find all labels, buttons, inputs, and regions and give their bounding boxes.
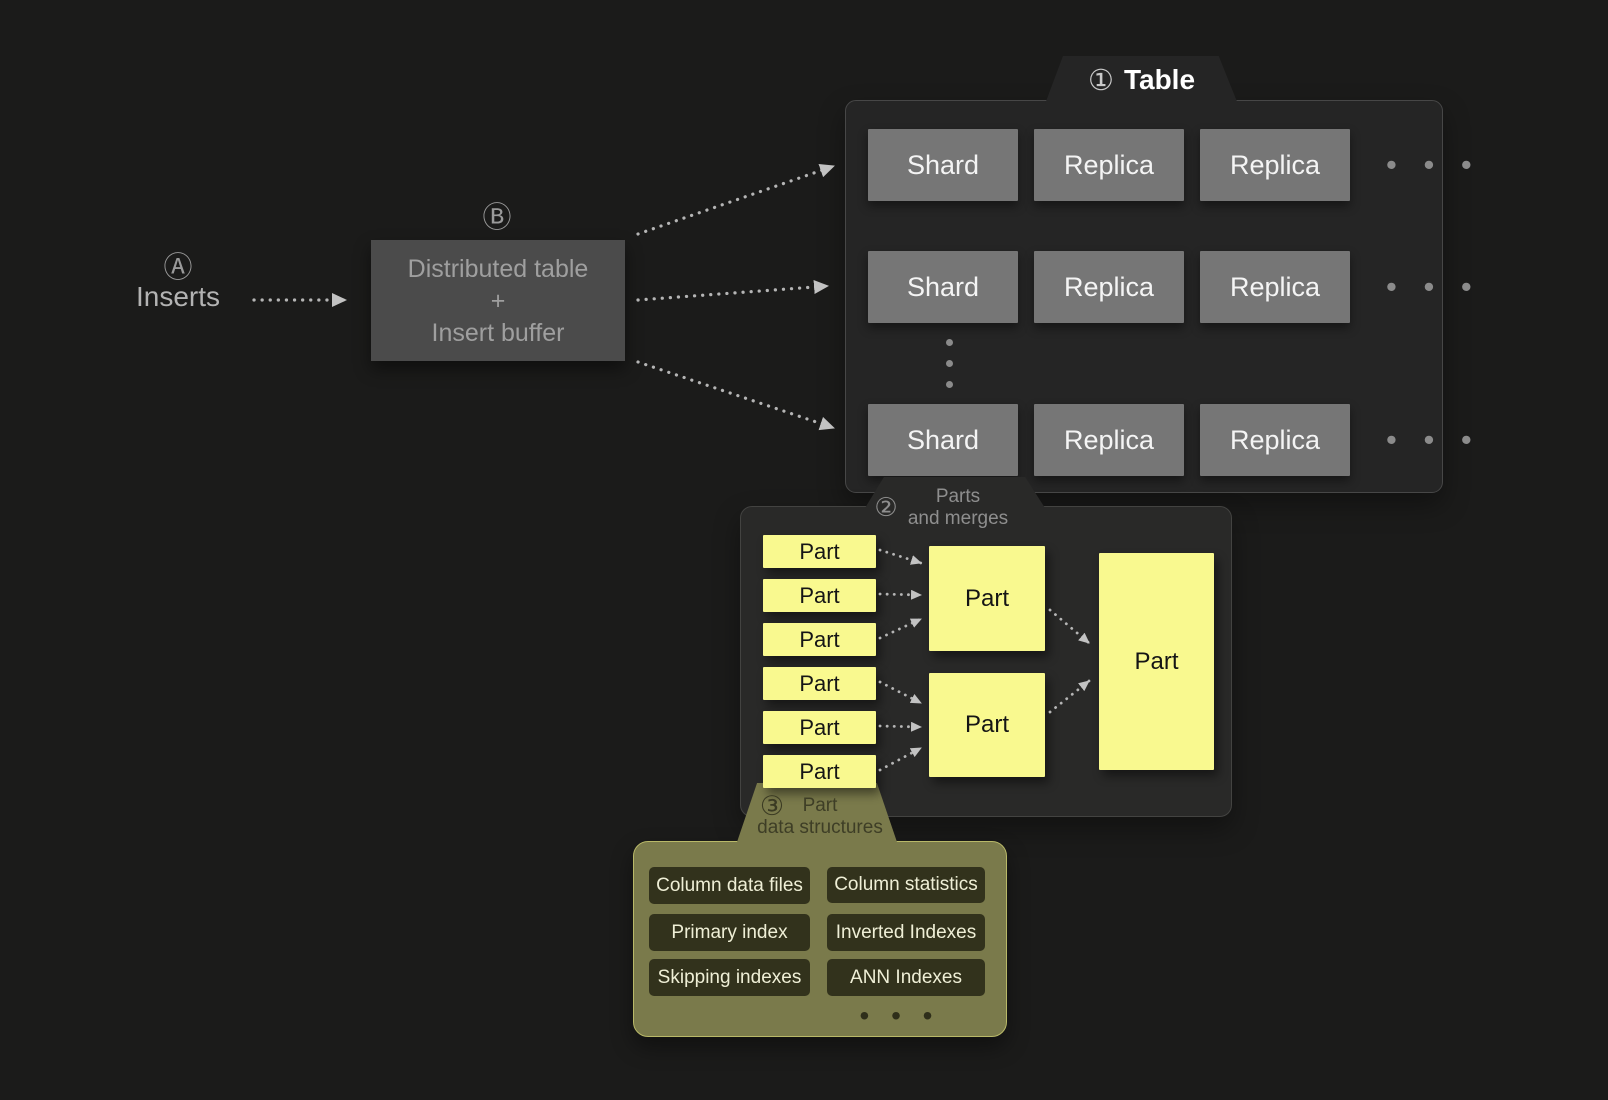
parts-label-line-1: Parts [935,486,981,507]
table-title: Table [1123,64,1196,95]
vertical-ellipsis-dot [946,339,953,346]
shard-box: Shard [868,251,1018,323]
structures-tab [736,783,898,845]
structure-box: Skipping indexes [649,959,810,996]
replica-box: Replica [1034,251,1184,323]
table-row-3: Shard Replica Replica • • • [868,404,1481,476]
marker-a-icon: Ⓐ [163,252,193,284]
row-ellipsis: • • • [1386,147,1481,182]
parts-label-line-2: and merges [907,508,1009,529]
arrow-distributed-to-shard-2 [636,280,830,302]
structure-box: Inverted Indexes [827,914,985,951]
parts-tab-label: Parts and merges [892,486,1024,530]
part-box: Part [763,755,876,788]
structures-ellipsis: • • • [859,1000,940,1031]
part-box: Part [763,667,876,700]
marker-b-icon: Ⓑ [482,202,512,234]
distributed-line-1: Distributed table [407,254,589,283]
structure-box: Column statistics [827,867,985,903]
inserts-label: Inserts [135,281,221,312]
structures-label-line-2: data structures [757,817,883,838]
vertical-ellipsis-dot [946,381,953,388]
replica-box: Replica [1200,129,1350,201]
part-box: Part [763,623,876,656]
table-row-1: Shard Replica Replica • • • [868,129,1481,201]
parts-merges-panel: Part Part Part Part Part Part Part Part … [740,506,1232,817]
merged-part-box: Part [929,673,1045,777]
structures-tab-label: Part data structures [752,795,888,839]
shard-box: Shard [868,404,1018,476]
vertical-ellipsis-dot [946,360,953,367]
arrow-distributed-to-shard-1 [636,163,836,236]
replica-box: Replica [1200,251,1350,323]
distributed-line-3: Insert buffer [431,318,565,347]
structure-box: Column data files [649,867,810,904]
table-row-2: Shard Replica Replica • • • [868,251,1481,323]
part-box: Part [763,711,876,744]
arrow-distributed-to-shard-3 [636,360,836,431]
structures-label-line-1: Part [802,795,838,816]
replica-box: Replica [1034,404,1184,476]
parts-tab [865,477,1045,508]
distributed-line-2: + [490,286,506,315]
part-box: Part [763,535,876,568]
part-box: Part [763,579,876,612]
marker-3-icon: ③ [759,791,785,821]
shard-box: Shard [868,129,1018,201]
marker-2-icon: ② [874,492,898,522]
table-panel: Shard Replica Replica • • • Shard Replic… [845,100,1472,493]
distributed-table-box: Distributed table + Insert buffer [371,240,625,361]
structure-box: ANN Indexes [827,959,985,996]
table-tab: ① Table [1045,56,1238,104]
final-part-box: Part [1099,553,1214,770]
replica-box: Replica [1200,404,1350,476]
replica-box: Replica [1034,129,1184,201]
row-ellipsis: • • • [1386,269,1481,304]
marker-1-icon: ① [1087,64,1114,97]
merged-part-box: Part [929,546,1045,651]
row-ellipsis: • • • [1386,422,1481,457]
structure-box: Primary index [649,914,810,951]
part-structures-panel: Column data files Column statistics Prim… [633,841,1007,1037]
